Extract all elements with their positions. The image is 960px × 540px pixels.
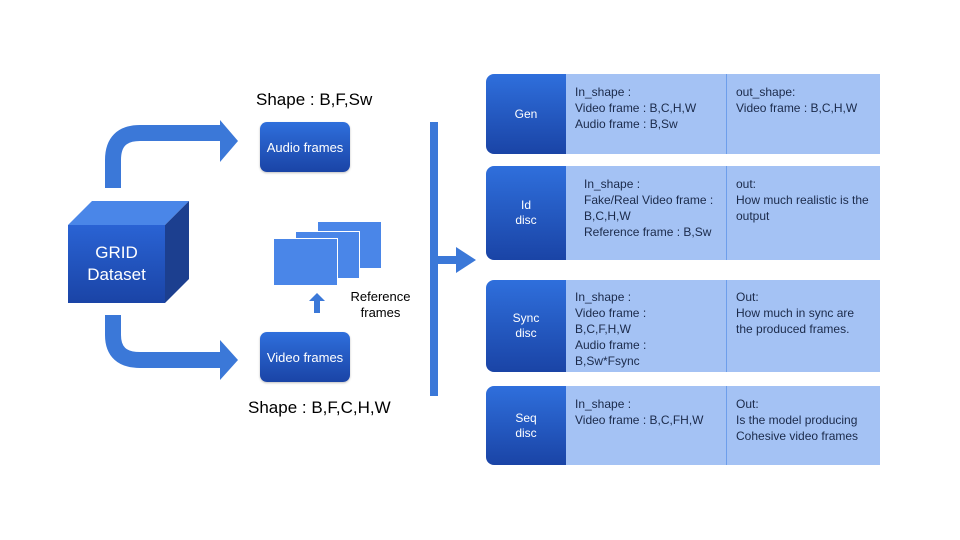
vertical-collector-bar bbox=[430, 122, 438, 396]
row-head-id-disc: Id disc bbox=[486, 166, 566, 260]
row-sync-input-text: In_shape : Video frame : B,C,F,H,W Audio… bbox=[575, 290, 647, 368]
arrow-to-video-frames bbox=[105, 315, 222, 368]
row-gen-output-text: out_shape: Video frame : B,C,H,W bbox=[736, 85, 858, 115]
arrow-to-audio-frames bbox=[105, 125, 222, 188]
row-id-input-text: In_shape : Fake/Real Video frame : B,C,H… bbox=[584, 177, 714, 239]
dataset-label-line2: Dataset bbox=[87, 265, 146, 284]
right-arrow-shaft bbox=[438, 256, 460, 264]
row-id-input-cell: In_shape : Fake/Real Video frame : B,C,H… bbox=[566, 166, 727, 260]
row-head-seq-line1: Seq bbox=[515, 410, 537, 425]
row-sync-output-cell: Out: How much in sync are the produced f… bbox=[727, 280, 880, 372]
cube-top-face bbox=[68, 201, 189, 225]
row-seq-input-cell: In_shape : Video frame : B,C,FH,W bbox=[566, 386, 727, 465]
row-head-id-line2: disc bbox=[515, 213, 537, 227]
row-sync-disc: Sync disc In_shape : Video frame : B,C,F… bbox=[486, 280, 880, 372]
reference-label-line1: Reference bbox=[350, 289, 411, 304]
row-head-seq-line2: disc bbox=[515, 425, 537, 440]
arrow-head-audio bbox=[220, 120, 238, 162]
audio-shape-label: Shape : B,F,Sw bbox=[256, 90, 373, 109]
right-arrow-head bbox=[456, 247, 476, 273]
reference-frames-label: Reference frames bbox=[343, 289, 418, 321]
row-seq-output-text: Out: Is the model producing Cohesive vid… bbox=[736, 397, 859, 443]
reference-label-line2: frames bbox=[360, 305, 401, 320]
up-arrow-head bbox=[309, 293, 325, 301]
audio-frames-box: Audio frames bbox=[260, 122, 350, 172]
row-head-sync-disc: Sync disc bbox=[486, 280, 566, 372]
grid-dataset-cube: GRID Dataset bbox=[68, 225, 165, 303]
row-sync-output-text: Out: How much in sync are the produced f… bbox=[736, 290, 855, 336]
row-head-sync-line1: Sync bbox=[512, 311, 540, 325]
dataset-label-line1: GRID bbox=[95, 243, 138, 262]
row-gen-input-cell: In_shape : Video frame : B,C,H,W Audio f… bbox=[566, 74, 727, 154]
row-gen: Gen In_shape : Video frame : B,C,H,W Aud… bbox=[486, 74, 880, 154]
row-head-seq-disc: Seq disc bbox=[486, 386, 566, 465]
row-head-id-line1: Id bbox=[520, 198, 531, 212]
row-seq-input-text: In_shape : Video frame : B,C,FH,W bbox=[575, 397, 704, 427]
row-head-gen: Gen bbox=[486, 74, 566, 154]
arrow-head-video bbox=[220, 340, 238, 380]
row-id-output-text: out: How much realistic is the output bbox=[736, 177, 869, 223]
row-head-sync-line2: disc bbox=[515, 326, 537, 340]
up-arrow-shaft bbox=[314, 301, 320, 313]
reference-frame-front bbox=[273, 238, 338, 286]
row-sync-input-cell: In_shape : Video frame : B,C,F,H,W Audio… bbox=[566, 280, 727, 372]
row-id-output-cell: out: How much realistic is the output bbox=[727, 166, 880, 260]
row-seq-disc: Seq disc In_shape : Video frame : B,C,FH… bbox=[486, 386, 880, 465]
row-gen-input-text: In_shape : Video frame : B,C,H,W Audio f… bbox=[575, 85, 697, 131]
row-head-gen-line1: Gen bbox=[514, 106, 538, 121]
video-frames-box: Video frames bbox=[260, 332, 350, 382]
video-shape-label: Shape : B,F,C,H,W bbox=[248, 398, 391, 417]
row-id-disc: Id disc In_shape : Fake/Real Video frame… bbox=[486, 166, 880, 260]
row-seq-output-cell: Out: Is the model producing Cohesive vid… bbox=[727, 386, 880, 465]
cube-side-face bbox=[165, 201, 189, 303]
row-gen-output-cell: out_shape: Video frame : B,C,H,W bbox=[727, 74, 880, 154]
